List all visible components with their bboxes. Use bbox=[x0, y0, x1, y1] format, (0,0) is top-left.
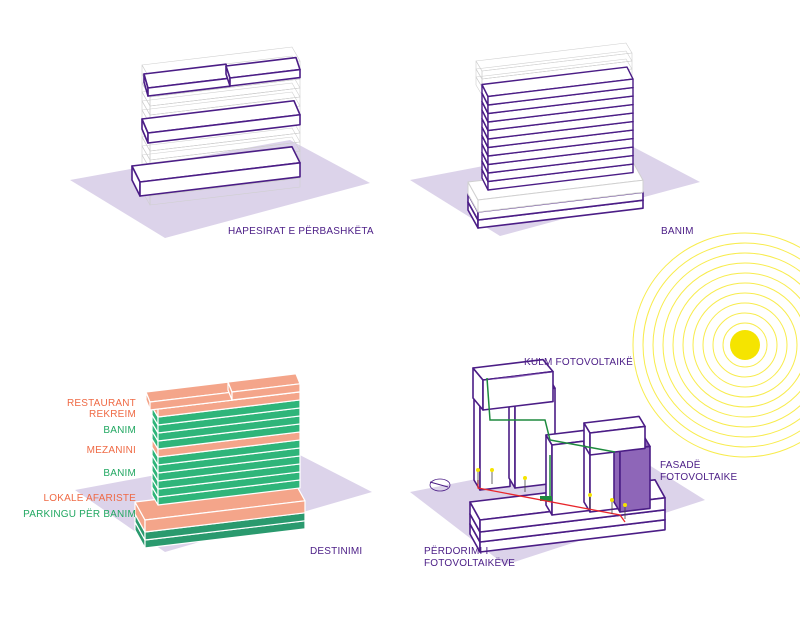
pv-facade-block-front bbox=[619, 445, 651, 513]
shared-slab-middle-front bbox=[147, 113, 301, 144]
panel-2-title: BANIM bbox=[661, 226, 694, 237]
sun-ray-ring bbox=[662, 262, 800, 428]
light-icon bbox=[523, 476, 527, 480]
sun-ray-ring bbox=[632, 232, 800, 458]
label-facade-pv-2: FOTOVOLTAIKE bbox=[660, 472, 738, 483]
sun-icon bbox=[730, 330, 760, 360]
tower-a-front bbox=[514, 387, 556, 489]
label-lokale-afariste: LOKALE AFARISTE bbox=[43, 493, 136, 504]
label-parkingu: PARKINGU PËR BANIM bbox=[23, 509, 136, 520]
sun-ray-ring bbox=[692, 292, 798, 398]
label-restaurant: RESTAURANT bbox=[66, 398, 136, 409]
label-facade-pv-1: FASADË bbox=[660, 460, 701, 471]
residential-floor-front bbox=[487, 78, 634, 106]
label-rekreim: REKREIM bbox=[89, 409, 136, 420]
pv-cable bbox=[486, 377, 616, 453]
ghost-floor-top bbox=[475, 42, 633, 72]
panel-1-title: HAPESIRAT E PËRBASHKËTA bbox=[228, 226, 374, 237]
light-icon bbox=[476, 468, 480, 472]
sun-ray-ring bbox=[672, 272, 800, 418]
light-icon bbox=[623, 503, 627, 507]
label-pv-use-2: FOTOVOLTAIKËVE bbox=[424, 558, 516, 569]
label-banim-upper: BANIM bbox=[103, 425, 136, 436]
upper-box-front bbox=[589, 425, 646, 456]
sun-ray-ring bbox=[652, 252, 800, 438]
sun-ray-ring bbox=[642, 242, 800, 448]
label-mezanini: MEZANINI bbox=[86, 445, 136, 456]
label-banim-lower: BANIM bbox=[103, 468, 136, 479]
inverter-icon bbox=[540, 496, 552, 501]
roof-pv-block-front bbox=[482, 370, 554, 411]
light-icon bbox=[588, 493, 592, 497]
restaurant-block-front bbox=[231, 383, 301, 401]
north-arrow-icon bbox=[429, 481, 449, 488]
sun-ray-ring bbox=[712, 312, 778, 378]
sun-ray-ring bbox=[702, 302, 788, 388]
shared-slab-bottom-front bbox=[139, 162, 301, 197]
sun-ray-ring bbox=[682, 282, 800, 408]
ghost-floor-front bbox=[481, 52, 633, 80]
tower-b-side bbox=[545, 434, 553, 516]
light-icon bbox=[490, 468, 494, 472]
shared-slab-top-right-front bbox=[229, 68, 301, 87]
north-arrow-icon bbox=[429, 478, 451, 492]
roof-pv-panel bbox=[486, 372, 555, 380]
sun-ray-ring bbox=[722, 322, 768, 368]
label-pv-use-1: PËRDORIMI I bbox=[424, 546, 489, 557]
podium-top-front bbox=[477, 179, 644, 213]
commercial-floor-front bbox=[144, 500, 306, 533]
light-icon bbox=[610, 498, 614, 502]
panel-3-title: DESTINIMI bbox=[310, 546, 363, 557]
label-roof-pv: KULM FOTOVOLTAIKË bbox=[524, 357, 633, 368]
